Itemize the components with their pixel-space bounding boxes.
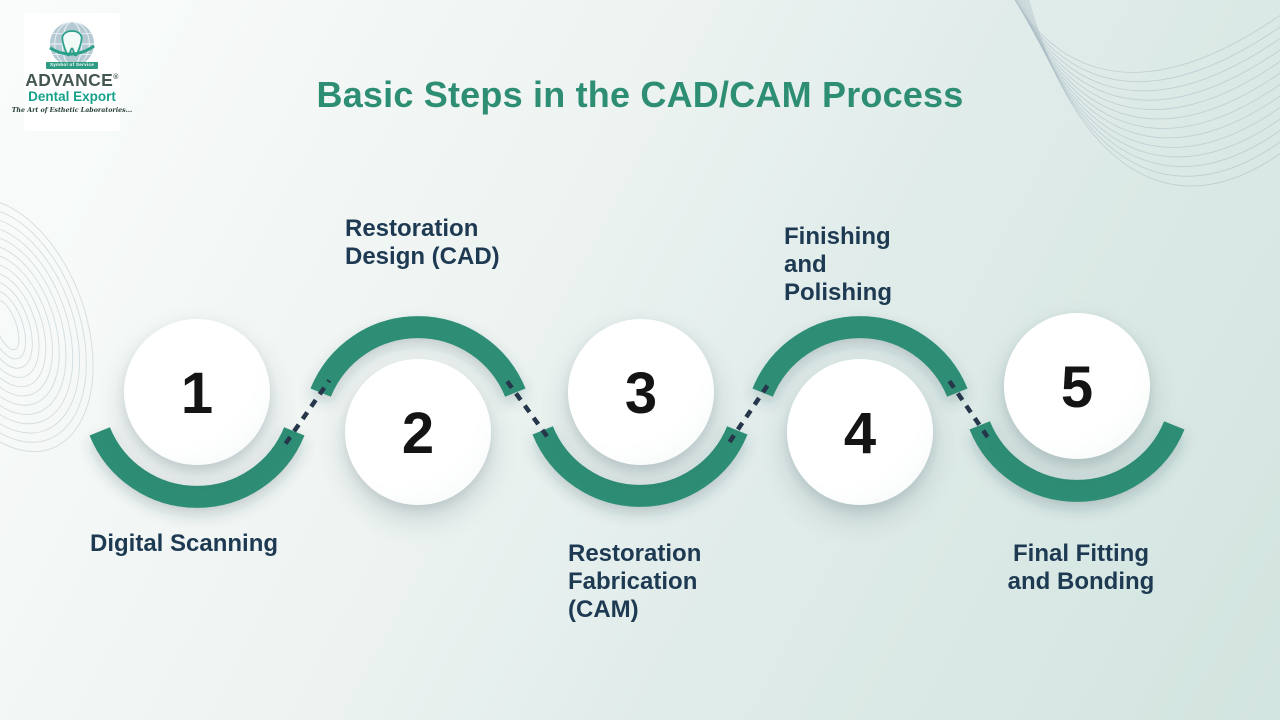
page-title: Basic Steps in the CAD/CAM Process bbox=[316, 74, 964, 115]
registered-mark: ® bbox=[113, 74, 119, 82]
decor-loop-line bbox=[0, 235, 67, 415]
label-line: Final Fitting bbox=[1013, 540, 1149, 567]
logo-brand-name: ADVANCE® bbox=[25, 71, 119, 89]
decor-wave-line bbox=[1020, 0, 1280, 139]
decor-loop-line bbox=[0, 290, 27, 360]
decor-loop-line bbox=[0, 244, 60, 406]
step-2-label: Restoration Design (CAD) bbox=[345, 215, 500, 271]
decor-loop-line bbox=[0, 262, 47, 388]
step-4-circle: 4 bbox=[787, 359, 933, 505]
decor-loop-line bbox=[0, 253, 53, 397]
connector-1-2-dashed-line bbox=[283, 379, 332, 445]
decor-wave-line bbox=[1014, 0, 1280, 82]
connector-3-4-dashed-line bbox=[727, 379, 773, 444]
connector-4-5-dashed-line bbox=[947, 379, 990, 439]
advance-dental-export-logo: Symbol of Service ADVANCE® Dental Export… bbox=[12, 13, 132, 131]
label-line: Restoration bbox=[568, 540, 702, 567]
decor-loop-line bbox=[0, 207, 87, 443]
label-line: Polishing bbox=[784, 279, 892, 306]
decor-loop-line bbox=[0, 281, 33, 369]
label-line: Design (CAD) bbox=[345, 243, 500, 270]
decor-loop-line bbox=[0, 225, 74, 425]
step-3-circle: 3 bbox=[568, 319, 714, 465]
step-5-number: 5 bbox=[1060, 354, 1094, 420]
label-line: Digital Scanning bbox=[90, 530, 279, 557]
decor-wave-line bbox=[1014, 0, 1280, 73]
label-line: and bbox=[784, 251, 827, 278]
decor-loop-line bbox=[0, 197, 94, 453]
step-1-label: Digital Scanning bbox=[90, 530, 278, 558]
label-line: and Bonding bbox=[1007, 568, 1155, 595]
step-2-number: 2 bbox=[401, 400, 435, 466]
connector-2-3-dashed-line bbox=[505, 379, 553, 444]
label-line: Restoration bbox=[345, 215, 479, 242]
step-4-number: 4 bbox=[843, 400, 877, 466]
label-line: Finishing bbox=[784, 223, 891, 250]
label-line: Fabrication bbox=[568, 568, 698, 595]
globe-tooth-icon bbox=[49, 21, 95, 67]
step-1-number: 1 bbox=[180, 360, 214, 426]
step-5-label: Final Fitting and Bonding bbox=[1000, 540, 1162, 596]
step-1-circle: 1 bbox=[124, 319, 270, 465]
step-5-circle: 5 bbox=[1004, 313, 1150, 459]
logo-brand-subname: Dental Export bbox=[28, 89, 116, 105]
logo-ribbon: Symbol of Service bbox=[45, 62, 99, 69]
step-3-number: 3 bbox=[624, 360, 658, 426]
step-3-label: Restoration Fabrication (CAM) bbox=[568, 540, 701, 624]
logo-tagline: The Art of Esthetic Laboratories... bbox=[11, 106, 133, 114]
decor-loop-line bbox=[0, 216, 80, 434]
decor-loop-line bbox=[0, 272, 40, 378]
step-2-circle: 2 bbox=[345, 359, 491, 505]
logo-brand-text: ADVANCE bbox=[25, 69, 114, 90]
label-line: (CAM) bbox=[568, 596, 639, 623]
step-4-label: Finishing and Polishing bbox=[784, 223, 892, 307]
decor-loop-line bbox=[0, 299, 20, 351]
